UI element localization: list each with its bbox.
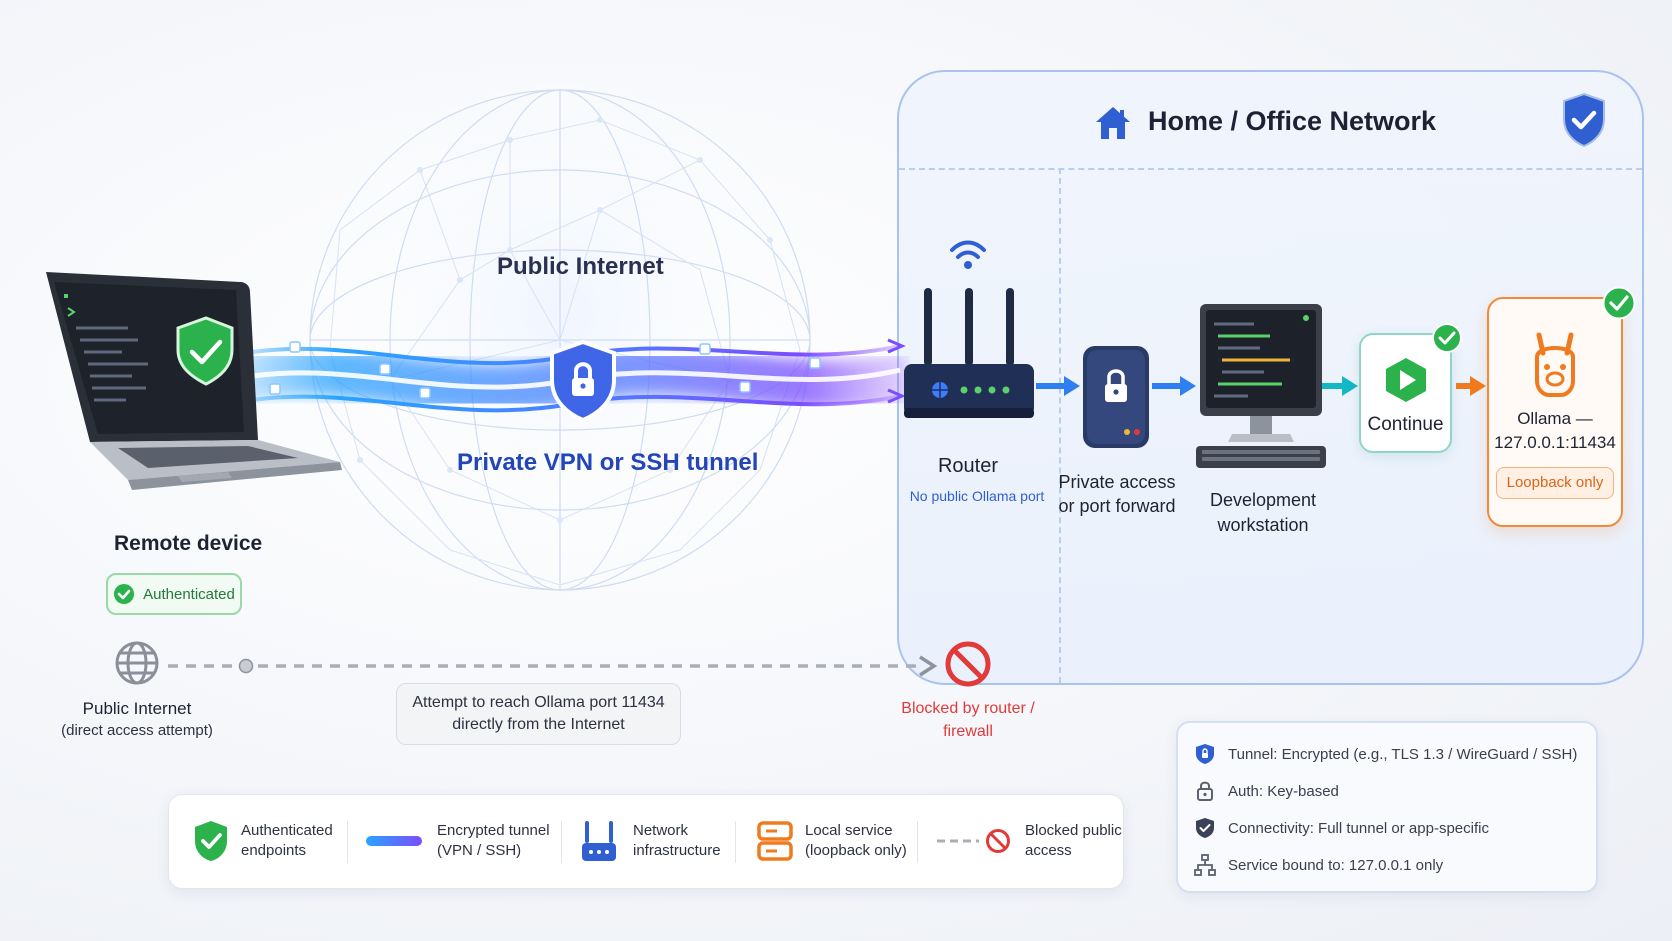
attack-note: Attempt to reach Ollama port 11434 direc…: [396, 683, 681, 745]
attack-source-line2: (direct access attempt): [61, 722, 213, 739]
wifi-icon: [950, 240, 986, 269]
ollama-service-card: Ollama — 127.0.0.1:11434 Loopback only: [1487, 297, 1623, 527]
legend-panel: Authenticated endpoints Encrypted tunnel…: [168, 794, 1124, 889]
loopback-badge-text: Loopback only: [1506, 474, 1604, 491]
server-icon: [757, 821, 793, 861]
private-access-label-line2: or port forward: [1058, 496, 1176, 516]
panel-divider: [1059, 168, 1061, 683]
info-row-tunnel: Tunnel: Encrypted (e.g., TLS 1.3 / WireG…: [1194, 739, 1577, 769]
dashed-line-icon: [937, 839, 979, 843]
network-tree-icon: [1194, 854, 1216, 876]
legend-line: Blocked public: [1025, 822, 1122, 839]
legend-label-blocked: Blocked public access: [1025, 821, 1122, 861]
ollama-label-line2: 127.0.0.1:11434: [1494, 433, 1616, 452]
legend-line: Authenticated: [241, 822, 333, 839]
lock-icon: [1197, 781, 1213, 801]
check-circle-icon: [1432, 323, 1462, 353]
continue-logo-icon: [1385, 358, 1426, 402]
blocked-icon: [945, 641, 991, 687]
continue-app-card: Continue: [1359, 333, 1452, 453]
tunnel-line-icon: [366, 836, 422, 846]
loopback-badge: Loopback only: [1495, 467, 1615, 499]
secure-access-device-icon: [1083, 346, 1149, 448]
flow-arrow: [1152, 376, 1196, 396]
globe-icon: [115, 641, 159, 685]
router-icon: [904, 288, 1034, 418]
flow-arrow: [1456, 376, 1486, 396]
legend-line: Local service: [805, 822, 893, 839]
legend-label-tunnel: Encrypted tunnel (VPN / SSH): [437, 821, 550, 861]
workstation-label-line1: Development: [1209, 490, 1317, 510]
shield-icon: [1196, 744, 1214, 764]
legend-label-authenticated: Authenticated endpoints: [241, 821, 333, 861]
panel-divider: [899, 168, 1642, 170]
check-circle-icon: [1602, 286, 1636, 320]
blocked-label-line1: Blocked by router /: [901, 700, 1035, 717]
shield-check-icon: [1563, 92, 1605, 148]
router-icon: [582, 821, 616, 861]
legend-separator: [917, 821, 918, 863]
info-row-service: Service bound to: 127.0.0.1 only: [1194, 850, 1443, 880]
legend-separator: [561, 821, 562, 863]
router-note: No public Ollama port: [909, 488, 1045, 504]
private-access-label-line1: Private access: [1058, 472, 1176, 492]
legend-line: Encrypted tunnel: [437, 822, 550, 839]
router-label: Router: [937, 455, 999, 477]
laptop-icon: [46, 272, 342, 490]
blocked-path-line: [168, 655, 938, 677]
lock-shield-icon: [550, 340, 616, 422]
legend-separator: [735, 821, 736, 863]
network-title: Home / Office Network: [1148, 106, 1437, 136]
remote-device-label: Remote device: [114, 532, 263, 555]
continue-label: Continue: [1367, 414, 1444, 435]
legend-line: endpoints: [241, 842, 307, 859]
security-info-panel: Tunnel: Encrypted (e.g., TLS 1.3 / WireG…: [1176, 721, 1598, 893]
ollama-label-line1: Ollama —: [1517, 409, 1593, 428]
legend-label-network: Network infrastructure: [633, 821, 721, 861]
flow-arrow: [1036, 376, 1080, 396]
llama-icon: [1535, 332, 1575, 397]
legend-label-local-service: Local service (loopback only): [805, 821, 907, 861]
legend-line: Network: [633, 822, 689, 839]
home-icon: [1096, 107, 1130, 139]
attack-note-line1: Attempt to reach Ollama port 11434: [412, 694, 665, 711]
legend-line: access: [1025, 842, 1072, 859]
info-text: Auth: Key-based: [1228, 782, 1339, 800]
workstation-label-line2: workstation: [1217, 515, 1309, 535]
legend-line: (loopback only): [805, 842, 907, 859]
check-circle-icon: [114, 584, 135, 604]
blocked-icon: [986, 829, 1010, 853]
workstation-icon: [1196, 304, 1326, 468]
legend-separator: [347, 821, 348, 863]
attack-note-line2: directly from the Internet: [452, 716, 625, 733]
globe-background: [305, 85, 815, 595]
attack-source-line1: Public Internet: [82, 699, 192, 718]
info-row-connectivity: Connectivity: Full tunnel or app-specifi…: [1194, 813, 1489, 843]
authenticated-badge-text: Authenticated: [143, 585, 235, 603]
public-internet-label: Public Internet: [497, 253, 664, 280]
legend-line: (VPN / SSH): [437, 842, 522, 859]
legend-line: infrastructure: [633, 842, 721, 859]
blocked-label-line2: firewall: [943, 723, 993, 740]
authenticated-badge: Authenticated: [106, 573, 242, 615]
info-text: Tunnel: Encrypted (e.g., TLS 1.3 / WireG…: [1228, 745, 1578, 763]
info-text: Service bound to: 127.0.0.1 only: [1228, 856, 1444, 874]
shield-check-icon: [195, 821, 227, 861]
shield-check-icon: [1196, 818, 1214, 838]
info-row-auth: Auth: Key-based: [1194, 776, 1339, 806]
flow-arrow: [1320, 376, 1358, 396]
info-text: Connectivity: Full tunnel or app-specifi…: [1228, 819, 1489, 837]
tunnel-label: Private VPN or SSH tunnel: [457, 449, 759, 476]
